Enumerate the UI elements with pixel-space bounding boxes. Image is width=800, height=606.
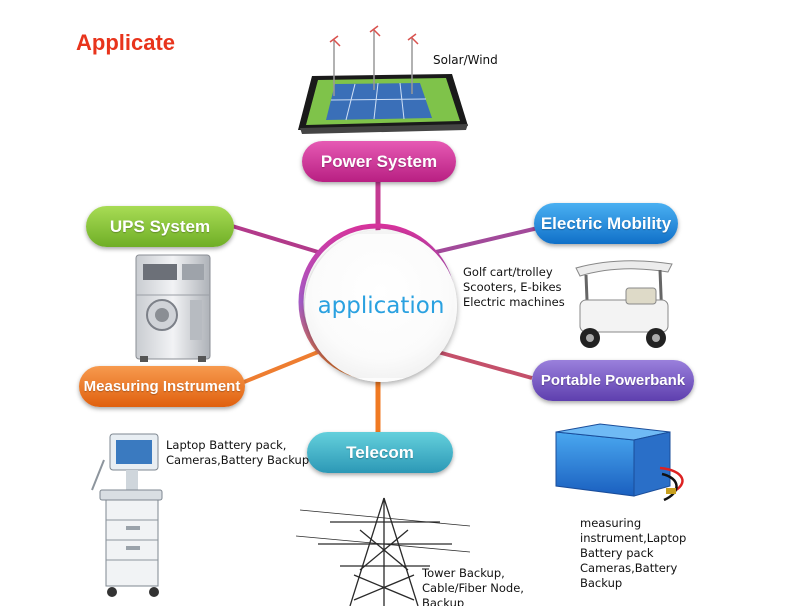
connector-measuring (243, 350, 319, 384)
node-power-system-label: Power System (320, 151, 438, 171)
caption-laptop-line: Cameras,Battery Backup (166, 453, 310, 467)
node-electric-mobility-label: Electric Mobility (540, 213, 672, 233)
caption-measuring-line: Battery pack (580, 546, 654, 560)
caption-tower-line: Tower Backup, (422, 566, 505, 580)
caption-measuring-line: Backup (580, 576, 623, 590)
golf-cart-image (575, 260, 673, 348)
caption-tower-line: Backup (422, 596, 465, 606)
node-ups-system: UPS System (86, 206, 234, 247)
node-telecom: Telecom (307, 432, 453, 473)
center-node: application (305, 230, 457, 382)
connector-ups (231, 224, 319, 254)
node-measuring-instrument: Measuring Instrument (79, 366, 245, 407)
caption-solar-wind: Solar/Wind (433, 53, 498, 67)
caption-laptop-line: Laptop Battery pack, (166, 438, 287, 452)
caption-tower-line: Cable/Fiber Node, (422, 581, 524, 595)
caption-measuring-line: Cameras,Battery (580, 561, 678, 575)
transmission-tower-image (295, 497, 471, 606)
caption-golf-line: Scooters, E-bikes (463, 280, 562, 294)
node-electric-mobility: Electric Mobility (534, 203, 678, 244)
node-portable-powerbank: Portable Powerbank (532, 360, 694, 401)
caption-golf-cart: Golf cart/trolley Scooters, E-bikes Elec… (463, 265, 565, 310)
connector-portable (437, 350, 533, 380)
caption-measuring-line: instrument,Laptop (580, 531, 687, 545)
node-telecom-label: Telecom (346, 442, 414, 462)
node-power-system: Power System (302, 141, 456, 182)
caption-laptop-battery: Laptop Battery pack, Cameras,Battery Bac… (166, 438, 309, 468)
node-ups-system-label: UPS System (109, 216, 211, 236)
connector-electric (435, 226, 539, 254)
measuring-instrument-image (91, 433, 163, 597)
ups-cabinet-image (135, 254, 211, 362)
caption-measuring: measuring instrument,Laptop Battery pack… (580, 516, 686, 591)
solar-panel-image (298, 25, 468, 134)
node-measuring-instrument-label: Measuring Instrument (83, 378, 241, 395)
center-label: application (317, 293, 445, 319)
node-portable-powerbank-label: Portable Powerbank (540, 372, 686, 389)
page-title: Applicate (76, 30, 176, 55)
caption-golf-line: Electric machines (463, 295, 565, 309)
caption-golf-line: Golf cart/trolley (463, 265, 553, 279)
battery-pack-image (555, 423, 684, 502)
caption-tower-backup: Tower Backup, Cable/Fiber Node, Backup (422, 566, 524, 606)
caption-measuring-line: measuring (580, 516, 642, 530)
